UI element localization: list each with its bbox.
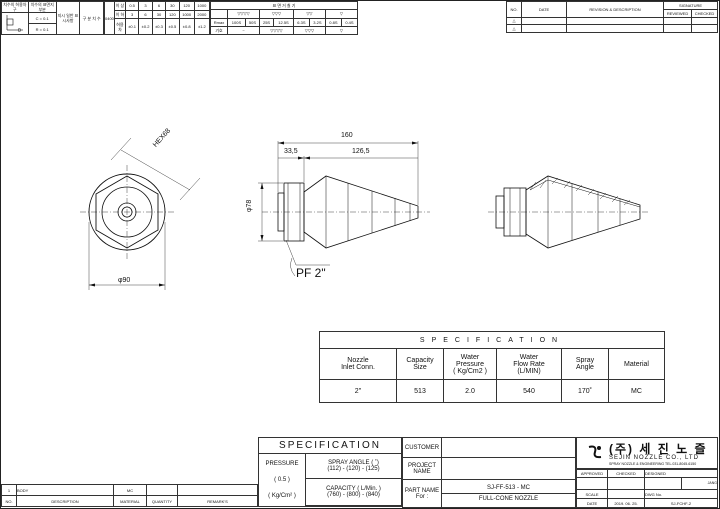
spec-header: Nozzle Inlet Conn. bbox=[319, 348, 397, 381]
surface-symbol: ~ bbox=[227, 25, 260, 36]
angle-values: (112) - (120) - (125) bbox=[327, 465, 380, 472]
part-no: 1 bbox=[1, 484, 17, 496]
svg-text:0: 0 bbox=[18, 28, 21, 33]
surface-table: 표 면 거 칠 기 ▽▽▽▽ ▽▽▽ ▽▽ ▽ Rmax 100S 50S 25… bbox=[210, 0, 359, 36]
part-name-label: PART NAME bbox=[404, 487, 440, 494]
capacity-values: (760) - (800) - (840) bbox=[327, 491, 380, 498]
tol-value: ±0.1 bbox=[124, 18, 140, 35]
revision-table: NO. DATE REVISION & DESCRIPTION SIGNATUR… bbox=[506, 1, 718, 33]
tolerance-symbol-icon: 0 bbox=[6, 15, 23, 34]
title-spec-block: SPECIFICATION PRESSURE ( 0.5 ) ( Kg/Cm² … bbox=[258, 436, 402, 508]
pressure-value: ( 0.5 ) bbox=[274, 477, 290, 484]
company-block: (주) 세 진 노 즐 SEJIN NOZZLE CO., LTD SPRAY … bbox=[576, 437, 718, 469]
part-material: MC bbox=[113, 484, 147, 496]
project-label: PROJECT NAME bbox=[402, 457, 442, 480]
for-label: For : bbox=[415, 493, 429, 500]
tol-sub-2: R = 0.1 bbox=[27, 23, 57, 35]
spec-header: Material bbox=[608, 348, 665, 381]
tolerance-table: 치수의 허용차구 치수의 표면지부분 지시 일반 표시사항 구 분 치 수 0 … bbox=[1, 1, 104, 35]
scale-label: SCALE bbox=[576, 489, 608, 499]
tol-header-4: 구 분 치 수 bbox=[79, 1, 104, 35]
part-description: FULL-CONE NOZZLE bbox=[478, 496, 539, 502]
tol-row-label: 허용차 bbox=[113, 18, 126, 35]
pressure-unit: ( Kg/Cm² ) bbox=[268, 493, 296, 500]
spec-value: MC bbox=[608, 379, 665, 403]
tolerance-grid: 0400 이 상 0.5 3 6 30 120 1000 이 하 3 6 30 … bbox=[104, 1, 211, 35]
spec-header: Water Pressure ( Kg/Cm2 ) bbox=[443, 348, 497, 381]
dwg-number: SJ-FCHF-2 bbox=[644, 498, 718, 508]
company-name-en: SEJIN NOZZLE CO., LTD bbox=[609, 455, 699, 461]
spec-header: Capacity Size bbox=[396, 348, 444, 381]
company-name-kr: (주) 세 진 노 즐 bbox=[609, 442, 708, 456]
total-length: 160 bbox=[341, 132, 353, 139]
parts-header: REMARK'S bbox=[177, 495, 258, 507]
spec-value: 513 bbox=[396, 379, 444, 403]
parts-list: 1 BODY MC NO. DESCRIPTION MATERIAL QUANT… bbox=[1, 484, 258, 507]
length-a: 33,5 bbox=[284, 148, 298, 155]
tol-header-3: 지시 일반 표시사항 bbox=[55, 1, 81, 35]
date-label: DATE bbox=[576, 498, 608, 508]
company-logo-icon bbox=[588, 445, 602, 459]
tol-value: ±0.5 bbox=[165, 18, 180, 35]
date-value: 2019. 06. 25. bbox=[607, 498, 645, 508]
capacity-label: CAPACITY ( L/Min. ) bbox=[326, 485, 381, 492]
angle-label: SPRAY ANGLE ( ˚) bbox=[328, 459, 379, 466]
length-b: 126,5 bbox=[352, 148, 370, 155]
approval-block: APPROVED CHECKED DESIGNED JANG SCALE DWG… bbox=[576, 469, 718, 508]
approved-label: APPROVED bbox=[576, 469, 608, 478]
thread-spec: PF 2" bbox=[296, 266, 326, 280]
part-desc: BODY bbox=[16, 484, 114, 496]
title-spec-heading: SPECIFICATION bbox=[258, 436, 402, 455]
pressure-label: PRESSURE bbox=[265, 461, 299, 468]
base-diameter: φ90 bbox=[118, 277, 131, 284]
tol-header-2: 치수의 표면지부분 bbox=[27, 1, 57, 13]
front-view bbox=[80, 137, 201, 290]
section-view bbox=[488, 175, 650, 249]
parts-header: NO. bbox=[1, 495, 17, 507]
surface-symbol: ▽ bbox=[324, 25, 359, 36]
tol-value: ±1.2 bbox=[193, 18, 211, 35]
parts-header: QUANTITY bbox=[146, 495, 178, 507]
spec-header: Spray Angle bbox=[561, 348, 609, 381]
parts-header: DESCRIPTION bbox=[16, 495, 114, 507]
spec-header: Water Flow Rate (L/MIN) bbox=[496, 348, 562, 381]
tol-symbol-cell: 0 bbox=[1, 12, 29, 35]
designed-label: DESIGNED bbox=[644, 469, 718, 478]
side-view bbox=[258, 141, 430, 277]
parts-header: MATERIAL bbox=[113, 495, 147, 507]
title-project-block: CUSTOMER PROJECT NAME PART NAME For : SJ… bbox=[402, 437, 576, 508]
spec-value: 2.0 bbox=[443, 379, 497, 403]
spec-value: 540 bbox=[496, 379, 562, 403]
customer-label: CUSTOMER bbox=[402, 437, 442, 458]
spec-title: SPECIFICATION bbox=[319, 330, 665, 350]
part-number: SJ-FF-513 - MC bbox=[442, 485, 575, 494]
spec-value: 170˚ bbox=[561, 379, 609, 403]
specification-table: SPECIFICATION Nozzle Inlet Conn. Capacit… bbox=[319, 330, 665, 403]
body-diameter: φ78 bbox=[246, 199, 253, 212]
company-sub: SPRAY NOZZLE & ENGINEERING TEL.031-8045-… bbox=[609, 462, 697, 466]
spec-value: 2" bbox=[319, 379, 397, 403]
designer-name: JANG bbox=[681, 477, 718, 490]
dwg-label: DWG No. bbox=[644, 489, 718, 499]
checked-label: CHECKED bbox=[607, 469, 645, 478]
